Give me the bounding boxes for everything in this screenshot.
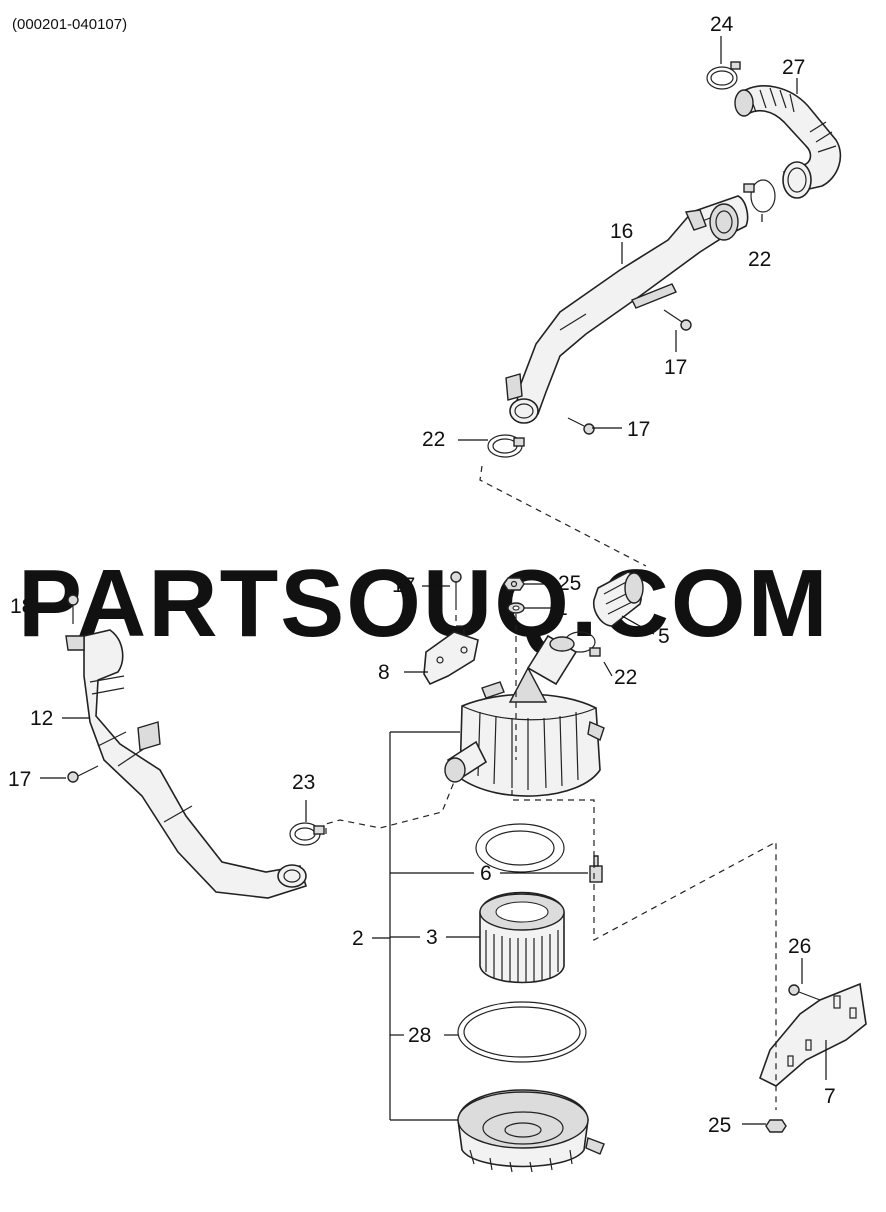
callout-27: 27 <box>782 56 805 79</box>
callout-17-upper: 17 <box>664 356 687 379</box>
dashed-link-hose12 <box>325 781 455 834</box>
bolt-26[interactable] <box>788 984 821 1001</box>
gasket-seal[interactable] <box>475 823 565 873</box>
clip-6[interactable] <box>589 855 603 883</box>
callout-3: 3 <box>426 926 438 949</box>
callout-6: 6 <box>480 862 492 885</box>
bolt-17-bracket[interactable] <box>450 571 462 604</box>
air-intake-hose-27[interactable] <box>734 85 842 199</box>
callout-25-upper: 25 <box>558 572 581 595</box>
bracket-8[interactable] <box>423 631 479 686</box>
washer-1[interactable] <box>507 602 525 614</box>
nut-25-upper[interactable] <box>503 577 525 591</box>
diagram-code: (000201-040107) <box>12 16 127 33</box>
callout-8: 8 <box>378 661 390 684</box>
watermark: PARTSOUQ.COM <box>18 550 830 657</box>
callout-28: 28 <box>408 1024 431 1047</box>
clamp-24[interactable] <box>706 61 741 90</box>
air-cleaner-lower-body[interactable] <box>457 1089 605 1173</box>
callout-17-bracket: 17 <box>392 574 415 597</box>
bolt-17-mid[interactable] <box>567 417 595 435</box>
callout-2: 2 <box>352 927 364 950</box>
callout-22-middle: 22 <box>422 428 445 451</box>
callout-22-lower: 22 <box>614 666 637 689</box>
callout-17-left: 17 <box>8 768 31 791</box>
callout-25-lower: 25 <box>708 1114 731 1137</box>
callout-17-mid: 17 <box>627 418 650 441</box>
callout-1: 1 <box>556 597 568 620</box>
callout-22-upper: 22 <box>748 248 771 271</box>
air-duct-16[interactable] <box>505 195 749 424</box>
clamp-23[interactable] <box>289 822 325 846</box>
callout-23: 23 <box>292 771 315 794</box>
callout-12: 12 <box>30 707 53 730</box>
resonator-hose-5[interactable] <box>592 571 644 627</box>
callout-18: 18 <box>10 595 33 618</box>
filter-element-3[interactable] <box>479 891 565 984</box>
callout-5: 5 <box>658 625 670 648</box>
air-cleaner-upper-housing[interactable] <box>444 634 605 797</box>
dashed-link-bracket <box>455 604 465 640</box>
callout-16: 16 <box>610 220 633 243</box>
bolt-17-upper[interactable] <box>663 309 692 331</box>
callout-7: 7 <box>824 1085 836 1108</box>
clamp-22-middle[interactable] <box>487 434 525 458</box>
clamp-22-upper[interactable] <box>743 179 776 213</box>
air-hose-12[interactable] <box>65 629 307 899</box>
nut-25-lower[interactable] <box>765 1119 787 1133</box>
bracket-7[interactable] <box>759 982 867 1087</box>
bolt-18[interactable] <box>67 594 79 624</box>
callout-26: 26 <box>788 935 811 958</box>
bolt-17-left[interactable] <box>67 765 99 783</box>
leader-lines <box>40 36 827 1125</box>
callout-24: 24 <box>710 13 734 36</box>
o-ring-28[interactable] <box>457 1001 587 1063</box>
dashed-link-duct-to-hose <box>479 465 647 567</box>
